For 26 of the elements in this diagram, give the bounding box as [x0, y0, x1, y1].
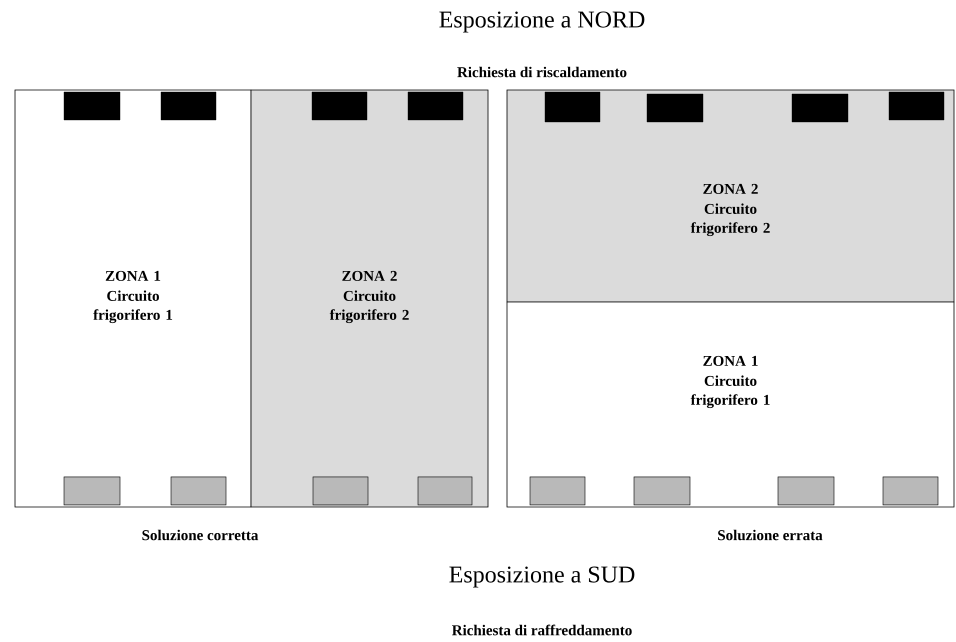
cooling-unit: [418, 476, 472, 506]
heating-unit: [64, 92, 120, 120]
caption-text: Soluzione errata: [718, 530, 822, 540]
caption-text: Richiesta di raffreddamento: [452, 624, 632, 636]
cooling-unit: [64, 476, 120, 506]
heading: Esposizione a SUD: [449, 566, 634, 588]
cooling-unit: [634, 476, 690, 506]
heating-unit: [408, 92, 464, 120]
cooling-unit: [778, 476, 834, 506]
heating-unit: [544, 92, 600, 122]
zone-area: ZONA 1 Circuito frigorifero 1: [14, 90, 252, 508]
heating-unit: [888, 92, 944, 120]
heating-unit: [646, 94, 704, 122]
zone-area: ZONA 2 Circuito frigorifero 2: [506, 90, 954, 302]
heating-unit: [160, 92, 216, 120]
title: Esposizione a NORD: [439, 12, 644, 32]
cooling-unit: [882, 476, 938, 506]
zone-area: ZONA 2 Circuito frigorifero 2: [250, 90, 488, 508]
cooling-unit: [530, 476, 586, 506]
cooling-unit: [312, 476, 368, 506]
heating-unit: [792, 94, 848, 122]
zone-area: ZONA 1 Circuito frigorifero 1: [506, 302, 954, 508]
caption-text: Soluzione corretta: [142, 530, 258, 540]
cooling-unit: [170, 476, 226, 506]
heating-unit: [312, 92, 368, 120]
caption-text: Richiesta di riscaldamento: [457, 66, 626, 78]
